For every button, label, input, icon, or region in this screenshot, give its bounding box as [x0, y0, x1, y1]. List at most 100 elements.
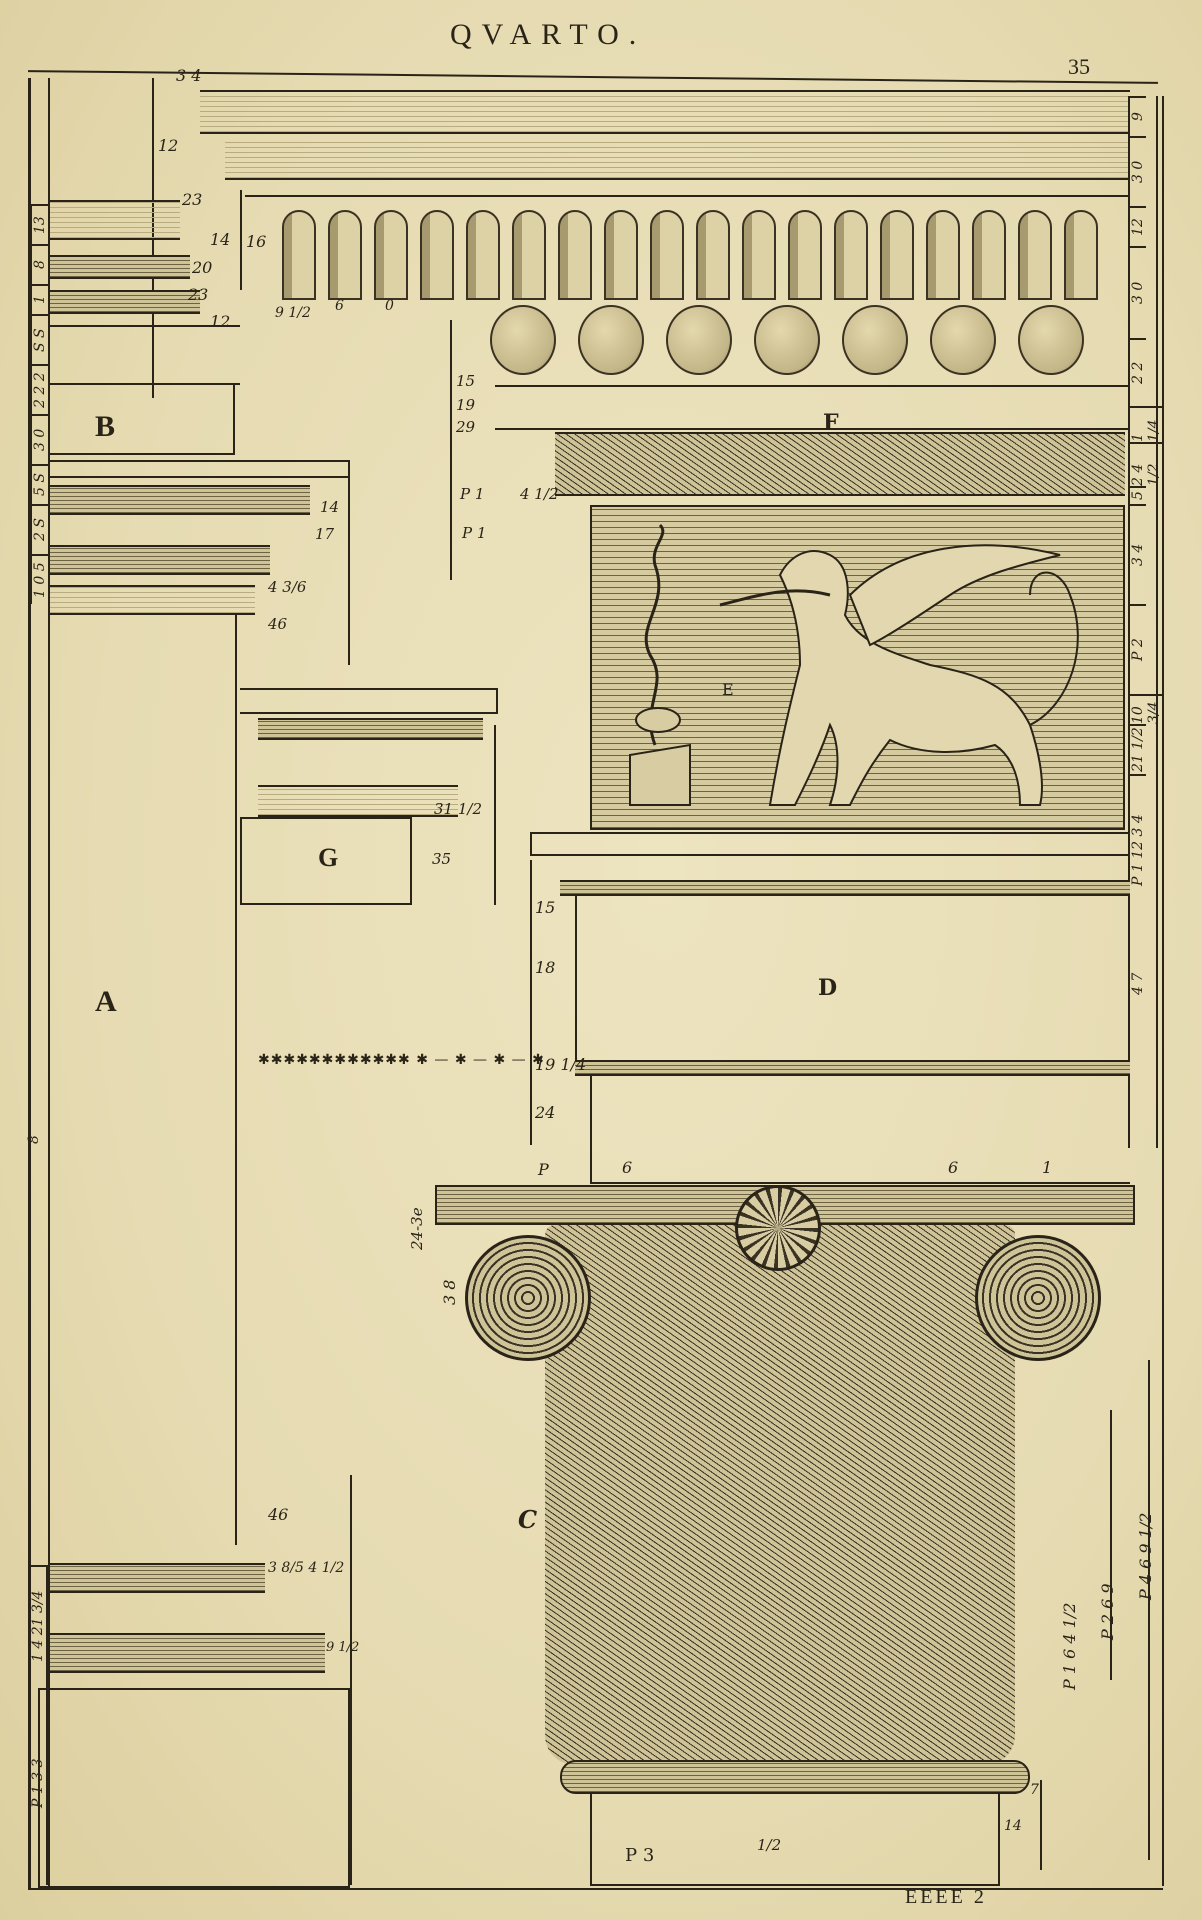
volute-right — [975, 1235, 1101, 1361]
dim-arrow — [1040, 1780, 1042, 1870]
acanthus-frieze — [555, 432, 1125, 496]
impost-moulding — [258, 718, 483, 740]
left-frame-line — [28, 78, 31, 1888]
capital-moulding — [50, 485, 310, 515]
label-B: B — [95, 410, 116, 443]
dim-label: 20 — [192, 258, 213, 277]
dim-label: 29 — [456, 418, 476, 436]
volute-left — [465, 1235, 591, 1361]
dim-label: 19 1/4 — [535, 1055, 587, 1074]
dim-label: 4 1/2 — [520, 485, 559, 503]
cornice-moulding — [50, 200, 180, 240]
cornice-corona — [200, 90, 1130, 134]
dim-label: 23 — [182, 190, 203, 209]
dim-label: P 1 — [462, 524, 487, 542]
dim-label: 24-3e — [408, 1207, 426, 1250]
label-E: E — [722, 680, 734, 699]
pedestal-moulding — [560, 880, 1130, 896]
astragal — [560, 1760, 1030, 1794]
dim-label: 6 — [948, 1158, 959, 1177]
impost-block-G — [240, 817, 412, 905]
base-moulding — [50, 1563, 265, 1593]
dim-line — [1148, 1360, 1150, 1860]
shaft-line — [235, 615, 237, 1545]
frieze-block-B — [50, 385, 235, 455]
dim-label: 12 — [210, 312, 231, 331]
dim-label: 9 1/2 — [275, 305, 311, 321]
dim-label: 19 — [456, 396, 476, 414]
dim-label: 6 — [335, 298, 344, 314]
dim-label: 3 8 — [440, 1279, 459, 1305]
abacus — [50, 460, 350, 478]
dim-label: 17 — [315, 525, 335, 543]
dim-label: 4 3/6 — [268, 578, 307, 596]
label-F: F — [823, 410, 839, 436]
dim-label: 46 — [268, 615, 288, 633]
dim-line — [350, 1475, 352, 1885]
dim-label: 46 — [268, 1505, 289, 1524]
signature-mark: EEEE 2 — [905, 1886, 987, 1908]
dim-label: 35 — [432, 850, 452, 868]
cornice-moulding — [50, 255, 190, 279]
dim-label: P 1 — [460, 485, 485, 503]
label-G: G — [318, 843, 339, 872]
base-scale: 1 4 21 3/4 P 1 3 3 — [28, 1565, 48, 1885]
dim-arrow — [450, 320, 452, 580]
base-torus — [50, 1633, 325, 1673]
pedestal-cap — [530, 832, 1130, 856]
cornice-cymatium — [225, 140, 1130, 180]
dim-arrow — [348, 475, 350, 665]
dim-label: 14 — [1004, 1818, 1022, 1834]
right-frame-line — [1162, 96, 1164, 1886]
dim-label: 9 1/2 — [326, 1640, 360, 1655]
label-A: A — [95, 985, 117, 1018]
architrave-F — [495, 385, 1130, 430]
impost-moulding — [258, 785, 458, 817]
dim-label: 15 — [456, 372, 476, 390]
impost-cap — [240, 688, 498, 714]
dim-label: 16 — [246, 232, 267, 251]
plinth — [38, 1688, 350, 1888]
cornice-moulding — [50, 290, 200, 314]
necking — [50, 585, 255, 615]
ornament-rule: ✱✱✱✱✱✱✱✱✱✱✱✱ ✱ — ✱ — ✱ — ✱ — [258, 1052, 545, 1068]
dim-label: P 4 6 9 1/2 — [1136, 1512, 1155, 1600]
dim-label: 23 — [188, 285, 209, 304]
right-scale: 9 3 0 12 3 0 2 2 1 1/4 2 4 1/2 5 3 4 P 2… — [1128, 96, 1162, 1148]
page-number: 35 — [1068, 54, 1090, 79]
griffin-icon — [629, 523, 1079, 806]
dim-label: 18 — [535, 958, 556, 977]
dim-label: P — [538, 1160, 549, 1179]
pedestal-base-moulding — [575, 1060, 1130, 1076]
dim-arrow — [494, 725, 496, 905]
column-scale: 8 — [26, 1135, 42, 1145]
running-head: QVARTO. — [450, 18, 647, 51]
label-D: D — [818, 975, 838, 1001]
dim-label: 15 — [535, 898, 556, 917]
corinthian-capital-foliage — [545, 1225, 1015, 1765]
dim-label: P 2 6 9 — [1098, 1583, 1117, 1640]
dim-label: 24 — [535, 1103, 556, 1122]
dim-label: P 3 — [625, 1845, 655, 1866]
pedestal-die-D — [575, 896, 1130, 1061]
dim-label: P 1 6 4 1/2 — [1060, 1602, 1079, 1690]
capital-base-block — [590, 1794, 1000, 1886]
pedestal-plinth — [590, 1076, 1130, 1184]
capital-moulding — [50, 545, 270, 575]
dim-arrow — [530, 860, 532, 1145]
dim-label: 3 8/5 4 1/2 — [268, 1560, 345, 1576]
left-scale: 13 8 1 S S 2 2 2 3 0 5 S 2 S 1 0 5 — [30, 204, 50, 604]
dim-label: 14 — [320, 498, 340, 516]
left-frame-line-inner — [48, 78, 50, 1888]
abacus-flower — [735, 1185, 821, 1271]
dim-arrow — [240, 190, 242, 290]
bottom-rule — [28, 1888, 1163, 1890]
dim-label: 7 — [1030, 1782, 1039, 1798]
fillet — [245, 195, 1130, 210]
torus-moulding — [50, 325, 240, 385]
dim-label: 1 — [1042, 1158, 1053, 1177]
dim-label: 6 — [622, 1158, 633, 1177]
dim-label: 3 4 — [176, 66, 202, 85]
label-C: C — [518, 1505, 538, 1534]
